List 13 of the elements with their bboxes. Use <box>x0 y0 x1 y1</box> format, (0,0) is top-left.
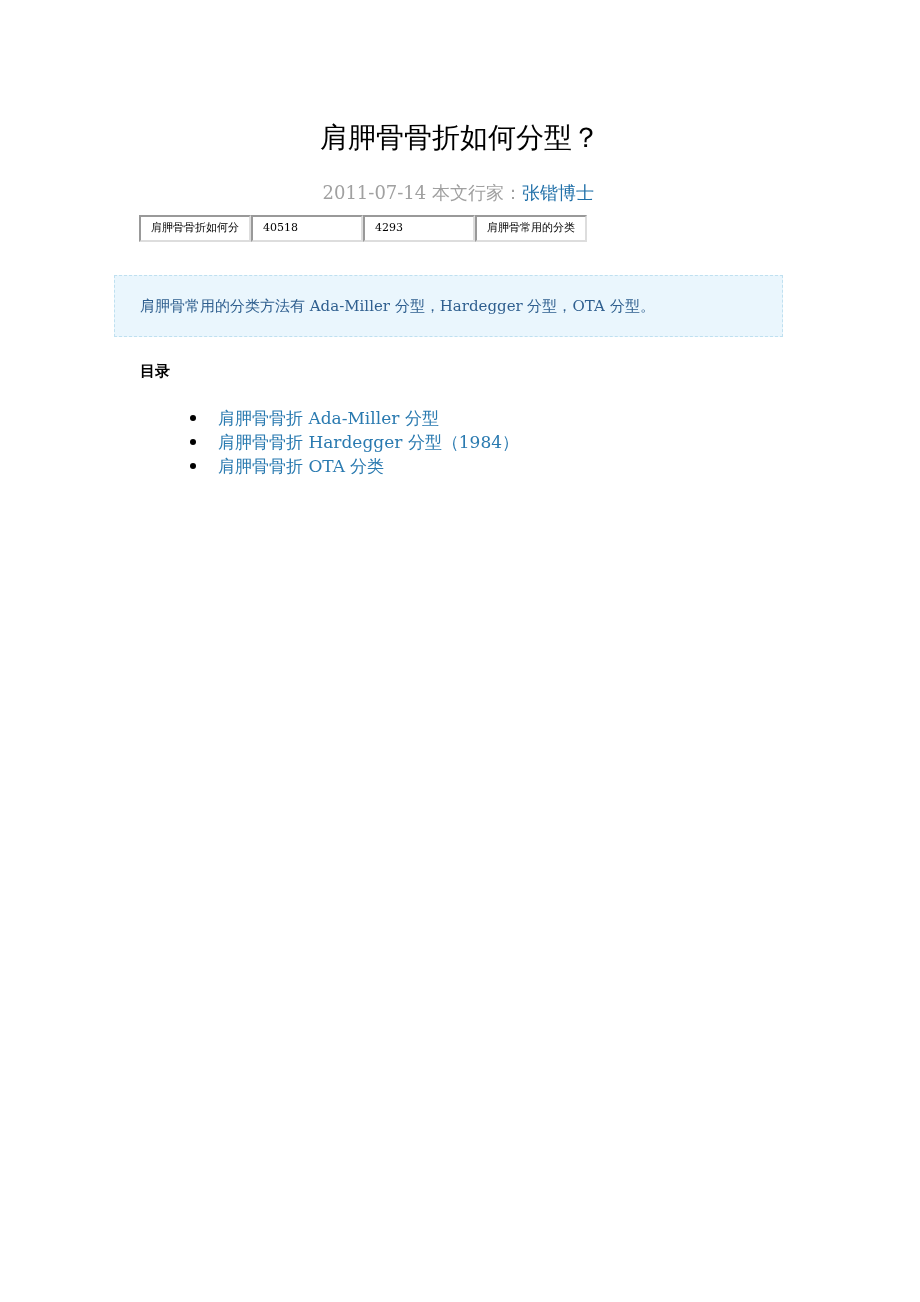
input-field: 4293 <box>363 215 475 242</box>
input-field: 肩胛骨常用的分类 <box>475 215 587 242</box>
input-field: 肩胛骨骨折如何分 <box>139 215 251 242</box>
author-link: 张锴博士 <box>522 181 594 205</box>
input-field: 40518 <box>251 215 363 242</box>
toc-link: 肩胛骨骨折 Hardegger 分型（1984） <box>218 431 520 453</box>
toc-heading: 目录 <box>140 361 170 381</box>
summary-text: 肩胛骨常用的分类方法有 Ada-Miller 分型，Hardegger 分型，OTA 分型。 <box>140 295 655 317</box>
page-title: 肩胛骨骨折如何分型？ <box>319 120 601 156</box>
summary-box <box>114 275 783 337</box>
date-author-label: 2011-07-14 本文行家： <box>322 181 522 205</box>
toc-link: 肩胛骨骨折 OTA 分类 <box>218 455 385 477</box>
toc-link: 肩胛骨骨折 Ada-Miller 分型 <box>218 407 439 429</box>
